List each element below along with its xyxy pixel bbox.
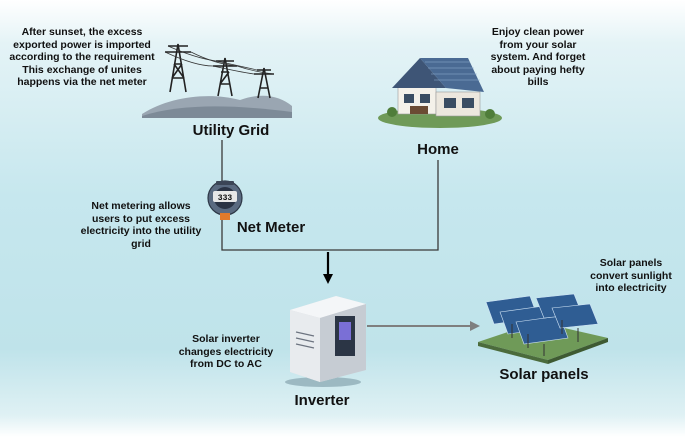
meter-display-digits: 333 xyxy=(218,194,233,203)
home-label: Home xyxy=(417,141,459,158)
down-arrow-head xyxy=(323,274,333,284)
inverter-label: Inverter xyxy=(294,392,350,409)
inverter-description: Solar inverter changes electricity from … xyxy=(178,333,274,370)
net-meter-label: Net Meter xyxy=(236,219,306,236)
net-meter-description: Net metering allows users to put excess … xyxy=(80,200,202,250)
solar-panels-label: Solar panels xyxy=(499,366,589,383)
solar-panels-description: Solar panels convert sunlight into elect… xyxy=(590,257,672,294)
utility-grid-label: Utility Grid xyxy=(192,122,270,139)
home-description: Enjoy clean power from your solar system… xyxy=(490,26,586,88)
utility-grid-description: After sunset, the excess exported power … xyxy=(9,26,155,88)
inverter-to-panels-arrow-head xyxy=(470,321,480,331)
